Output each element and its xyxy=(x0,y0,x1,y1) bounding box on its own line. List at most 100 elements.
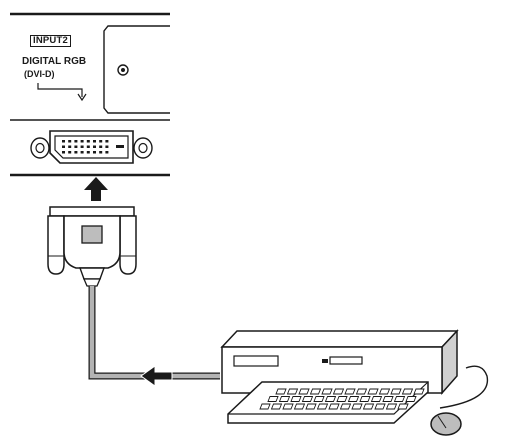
port-title-label: DIGITAL RGB xyxy=(22,56,87,67)
keyboard-key xyxy=(370,396,383,402)
keyboard-key xyxy=(390,388,402,395)
arrow-up-icon xyxy=(84,177,108,201)
plug-grip xyxy=(81,225,103,244)
keyboard-key xyxy=(397,403,409,410)
socket-pin xyxy=(62,145,65,148)
drive-bay xyxy=(233,355,279,367)
keyboard-key xyxy=(282,403,294,410)
keyboard-key xyxy=(309,388,322,395)
keyboard-key xyxy=(267,396,279,402)
cable xyxy=(88,286,220,380)
socket-pin xyxy=(62,140,65,143)
port-subtitle-label: (DVI-D) xyxy=(24,69,55,79)
socket-pin xyxy=(86,145,90,148)
keyboard-key xyxy=(374,403,386,410)
arrow-left-icon xyxy=(140,365,173,387)
keyboard-key xyxy=(298,388,310,395)
socket-pin xyxy=(99,151,103,154)
keyboard-key xyxy=(275,388,287,395)
keyboard-key xyxy=(382,396,394,402)
keyboard-key xyxy=(339,403,352,410)
screw-hole-icon xyxy=(117,64,129,76)
keyboard-key xyxy=(313,396,325,402)
input2-label: INPUT2 xyxy=(30,35,71,47)
socket-pin xyxy=(99,145,103,148)
socket-pin xyxy=(93,140,96,143)
thumbscrew-left xyxy=(47,215,65,275)
socket-pin xyxy=(74,145,78,148)
mouse xyxy=(430,412,462,436)
keyboard-key xyxy=(401,388,414,395)
keyboard-key xyxy=(332,388,345,395)
socket-ground-blade xyxy=(116,145,124,148)
keyboard-key xyxy=(362,403,375,410)
hook-arrow-icon xyxy=(37,83,83,97)
screw-right-icon xyxy=(133,137,153,159)
socket-pin xyxy=(68,145,72,148)
socket-face xyxy=(54,135,129,159)
keyboard-key xyxy=(413,388,425,395)
socket-pin xyxy=(80,151,84,154)
system-unit-top xyxy=(220,330,459,348)
keyboard-key xyxy=(301,396,314,402)
keyboard-key xyxy=(405,396,417,402)
keyboard-key xyxy=(347,396,360,402)
keyboard-key xyxy=(278,396,291,402)
keyboard-keys xyxy=(259,388,425,410)
socket-pin xyxy=(105,151,109,154)
dvi-d-socket xyxy=(30,130,153,164)
thumbscrew-right xyxy=(119,215,137,275)
socket-pin xyxy=(105,145,109,148)
keyboard-key xyxy=(328,403,340,410)
strain-relief xyxy=(79,267,105,280)
strain-relief-tip xyxy=(83,278,101,287)
cable-core xyxy=(89,286,220,379)
cable-outline xyxy=(88,286,220,380)
keyboard-key xyxy=(293,403,306,410)
floppy-eject xyxy=(322,359,328,363)
computer xyxy=(220,329,489,436)
keyboard-key xyxy=(367,388,379,395)
mouse-button-line xyxy=(437,415,447,429)
keyboard-key xyxy=(355,388,368,395)
keyboard-key xyxy=(286,388,299,395)
dvi-cable-plug xyxy=(47,206,137,287)
monitor-rear-panel xyxy=(10,12,170,177)
keyboard-key xyxy=(316,403,329,410)
keyboard-key xyxy=(385,403,398,410)
socket-pin xyxy=(68,140,72,143)
socket-pin xyxy=(99,140,103,143)
keyboard-key xyxy=(393,396,406,402)
socket-pin xyxy=(86,151,90,154)
keyboard-key xyxy=(359,396,371,402)
keyboard-key xyxy=(324,396,337,402)
socket-pin xyxy=(105,140,109,143)
keyboard-key xyxy=(336,396,348,402)
keyboard xyxy=(227,381,429,424)
socket-pin xyxy=(74,140,78,143)
keyboard-key xyxy=(321,388,333,395)
panel-recess xyxy=(103,25,170,114)
floppy-slot xyxy=(329,356,363,365)
socket-pin xyxy=(80,140,84,143)
socket-pin xyxy=(68,151,72,154)
socket-pins xyxy=(62,140,109,154)
socket-pin xyxy=(74,151,78,154)
keyboard-key xyxy=(305,403,317,410)
socket-pin xyxy=(86,140,90,143)
socket-pin xyxy=(80,145,84,148)
keyboard-key xyxy=(259,403,271,410)
plug-flange xyxy=(49,206,135,217)
keyboard-key xyxy=(351,403,363,410)
hook-arrow-head xyxy=(77,93,87,102)
keyboard-key xyxy=(378,388,391,395)
socket-pin xyxy=(93,145,96,148)
keyboard-key xyxy=(344,388,356,395)
mouse-cord xyxy=(439,365,489,409)
keyboard-key xyxy=(290,396,302,402)
socket-pin xyxy=(62,151,65,154)
socket-pin xyxy=(93,151,96,154)
screw-left-icon xyxy=(30,137,50,159)
